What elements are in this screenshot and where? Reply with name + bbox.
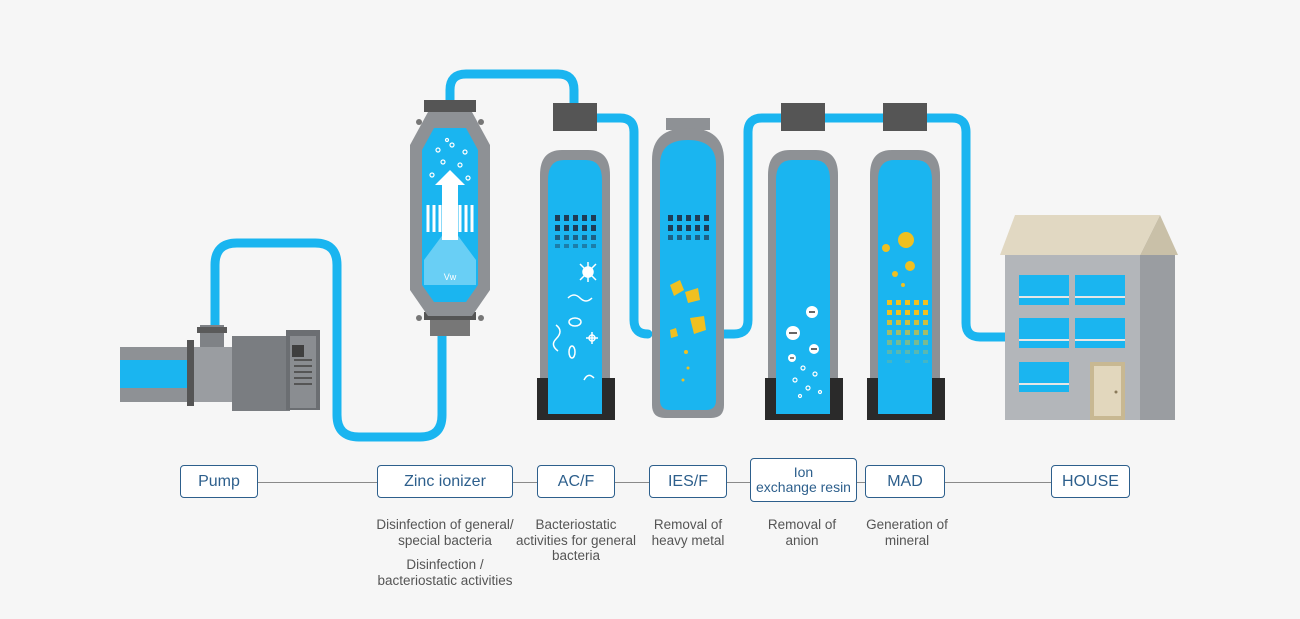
stage-label-ion-exchange-resin: Ion exchange resin	[750, 458, 857, 502]
stage-description-mad: Generation of mineral	[866, 517, 948, 548]
connector-line	[945, 482, 1051, 483]
connector-line	[615, 482, 649, 483]
connector-line	[857, 482, 865, 483]
stage-description-ion: Removal of anion	[767, 517, 837, 548]
stage-label-iesf: IES/F	[649, 465, 727, 498]
pipe-network	[210, 69, 1010, 442]
stage-description-iesf: Removal of heavy metal	[651, 517, 725, 548]
bacteria-icon	[552, 262, 598, 381]
zinc-ionizer-icon: Vw	[410, 100, 490, 336]
connector-line	[258, 482, 378, 483]
stage-label-zinc-ionizer: Zinc ionizer	[377, 465, 513, 498]
stage-label-acf: AC/F	[537, 465, 615, 498]
connector-line	[727, 482, 750, 483]
anion-icon	[786, 306, 819, 362]
stage-description-zinc-1: Disinfection of general/ special bacteri…	[376, 517, 514, 548]
connector-line	[513, 482, 537, 483]
filter-tank-icon	[652, 118, 724, 418]
mineral-particle-icon	[670, 280, 706, 382]
stage-label-pump: Pump	[180, 465, 258, 498]
stage-description-acf: Bacteriostatic activities for general ba…	[515, 517, 637, 563]
house-icon	[1000, 215, 1178, 420]
filter-tank-icon	[765, 103, 843, 420]
filter-tank-icon	[537, 103, 615, 420]
mineral-particle-icon	[882, 232, 915, 287]
stage-label-house: HOUSE	[1051, 465, 1130, 498]
stage-label-mad: MAD	[865, 465, 945, 498]
stage-description-zinc-2: Disinfection / bacteriostatic activities	[377, 557, 513, 588]
pump-icon	[120, 325, 320, 411]
filter-tank-icon	[867, 103, 945, 420]
svg-text:Vw: Vw	[444, 272, 457, 282]
